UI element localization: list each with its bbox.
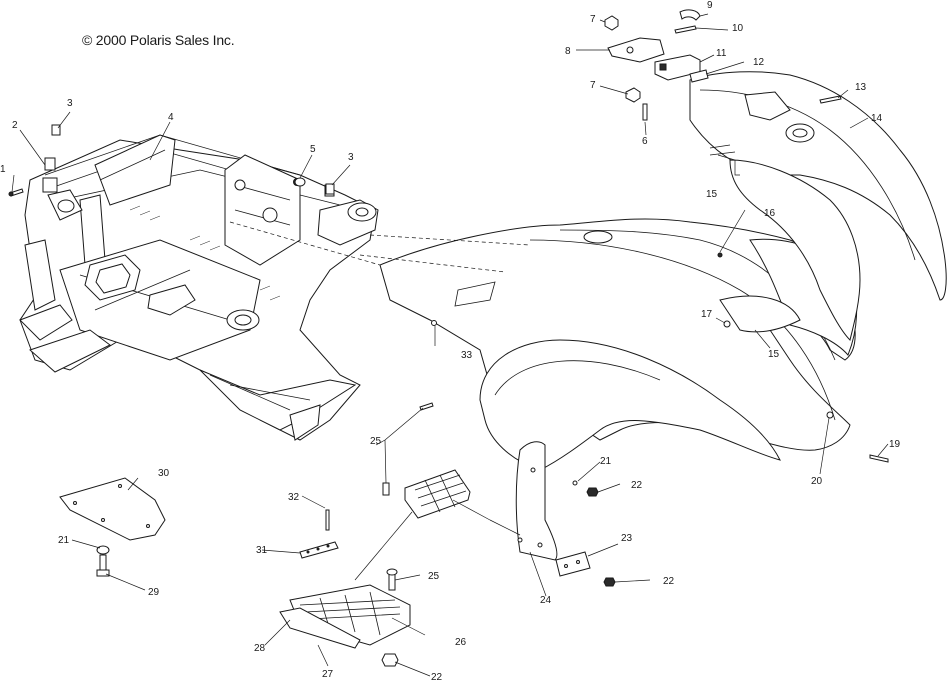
rear-fender [689,71,947,341]
callout-15: 15 [706,189,718,200]
callout-labels: 1 2 3 3 4 5 6 7 7 8 9 10 11 12 13 14 15 … [0,0,901,681]
copyright-notice: © 2000 Polaris Sales Inc. [82,32,235,48]
callout-11: 11 [716,48,727,59]
callout-15: 15 [768,349,780,360]
callout-20: 20 [811,476,823,487]
callout-9: 9 [707,0,713,11]
bolt-part-1 [8,188,24,197]
skid-plate [59,477,166,541]
callout-32: 32 [288,492,300,503]
callout-26: 26 [455,637,467,648]
callout-7: 7 [590,14,596,25]
callout-22: 22 [431,672,443,681]
callout-25: 25 [428,571,440,582]
mud-flap [515,441,558,561]
callout-4: 4 [168,112,174,123]
callout-25: 25 [370,436,382,447]
callout-13: 13 [855,82,867,93]
frame-assembly [19,134,379,441]
taillight-assembly [604,9,842,156]
bracket-part-23 [555,551,591,577]
callout-24: 24 [540,595,552,606]
callout-30: 30 [158,468,170,479]
front-fender [379,218,858,471]
footrest-lower [279,584,411,649]
callout-21: 21 [600,456,612,467]
callout-5: 5 [310,144,316,155]
callout-22: 22 [631,480,643,491]
footrest-upper [404,469,471,519]
callout-33: 33 [461,350,473,361]
callout-2: 2 [12,120,18,131]
callout-21: 21 [58,535,70,546]
callout-22: 22 [663,576,675,587]
callout-16: 16 [764,208,776,219]
callout-31: 31 [256,545,268,556]
leader-lines [11,13,889,677]
callout-8: 8 [565,46,571,57]
callout-14: 14 [871,113,883,124]
callout-3: 3 [67,98,73,109]
callout-27: 27 [322,669,334,680]
callout-19: 19 [889,439,901,450]
callout-23: 23 [621,533,633,544]
callout-3: 3 [348,152,354,163]
callout-17: 17 [701,309,713,320]
callout-6: 6 [642,136,648,147]
callout-29: 29 [148,587,160,598]
callout-28: 28 [254,643,266,654]
callout-1: 1 [0,164,6,175]
callout-10: 10 [732,23,744,34]
callout-7: 7 [590,80,596,91]
callout-12: 12 [753,57,765,68]
